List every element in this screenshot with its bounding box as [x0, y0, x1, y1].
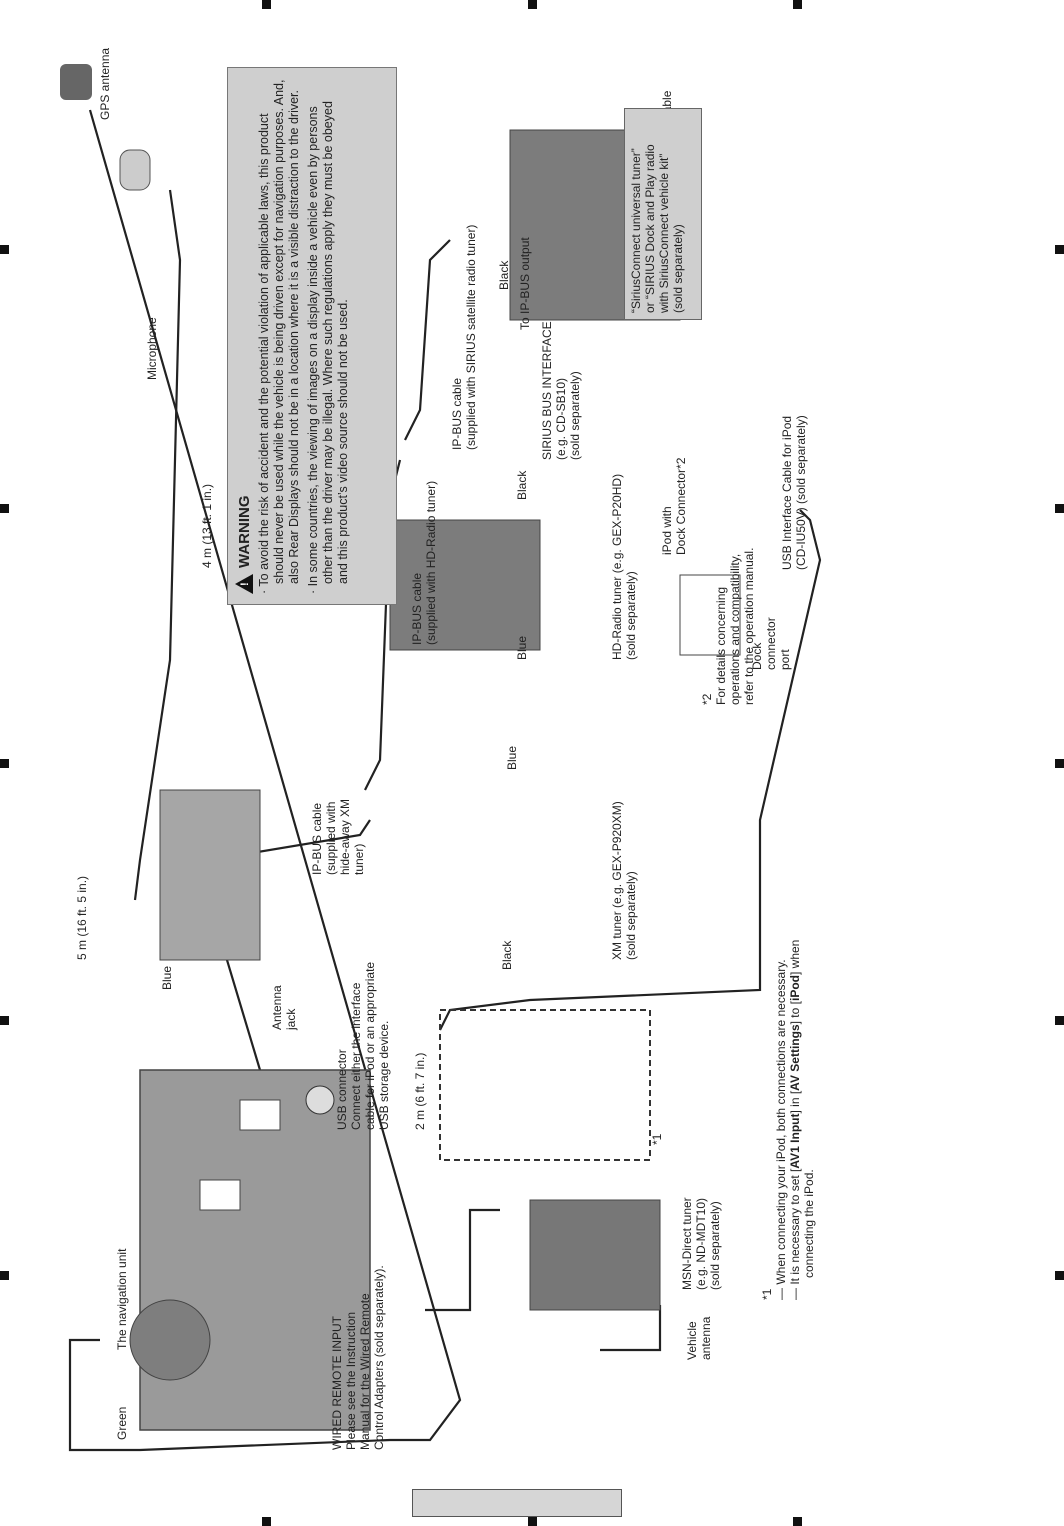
- registration-mark: [262, 1517, 271, 1526]
- registration-mark: [1055, 245, 1064, 254]
- usb-ipod-cable: [439, 509, 822, 1031]
- label-blue-1: Blue: [160, 965, 174, 990]
- footnote-line-3: connecting the iPod.: [802, 1169, 816, 1278]
- label-hd-tuner: HD-Radio tuner (e.g. GEX-P20HD) (sold se…: [610, 473, 638, 660]
- gps-antenna-body: [60, 64, 92, 100]
- registration-mark: [1055, 1271, 1064, 1280]
- warning-item-2: · In some countries, the viewing of imag…: [306, 101, 350, 594]
- label-ipbus-xm: IP-BUS cable (supplied with hide-away XM…: [310, 798, 366, 875]
- registration-mark: [0, 759, 9, 768]
- label-green: Green: [115, 1406, 129, 1440]
- page-number-box: [412, 1489, 622, 1517]
- xm-tuner-body: [159, 789, 261, 961]
- label-blue-3: Blue: [515, 635, 529, 660]
- label-ipbus-hd: IP-BUS cable (supplied with HD-Radio tun…: [410, 480, 438, 645]
- footnote-star1: *1 — When connecting your iPod, both con…: [760, 600, 816, 1300]
- vehicle-antenna-cable: [600, 1305, 662, 1352]
- mic-cable: [133, 189, 182, 901]
- label-usb-length: 2 m (6 ft. 7 in.): [413, 1052, 427, 1130]
- registration-mark: [0, 245, 9, 254]
- antenna-jack: [305, 1085, 335, 1115]
- warning-item-1: · To avoid the risk of accident and the …: [257, 79, 301, 595]
- label-ipbus-sirius: IP-BUS cable (supplied with SIRIUS satel…: [450, 224, 478, 450]
- footnote-line-1: — When connecting your iPod, both connec…: [774, 959, 788, 1300]
- label-to-ipbus-output: To IP-BUS output: [518, 237, 532, 330]
- label-ipod: iPod with Dock Connector*2: [660, 457, 688, 555]
- sirius-note-box: “SiriusConnect universal tuner” or “SIRI…: [624, 108, 702, 320]
- footnote-mark: *1: [760, 1288, 774, 1300]
- label-black-2: Black: [515, 470, 529, 500]
- navigation-unit-connector: [199, 1179, 241, 1211]
- registration-mark: [793, 1517, 802, 1526]
- registration-mark: [0, 1271, 9, 1280]
- gps-cable: [68, 109, 462, 1452]
- navigation-unit-fan: [129, 1299, 211, 1381]
- ipbus-cable-sirius: [404, 239, 451, 441]
- registration-mark: [1055, 759, 1064, 768]
- warning-icon: !: [235, 574, 253, 594]
- label-sirius-bus: SIRIUS BUS INTERFACE (e.g. CD-SB10) (sol…: [540, 321, 582, 460]
- label-wired-remote: WIRED REMOTE INPUT Please see the Instru…: [330, 1265, 386, 1450]
- label-gps-antenna: GPS antenna: [98, 47, 112, 120]
- label-vehicle-antenna: Vehicle antenna: [685, 1316, 713, 1360]
- registration-mark: [793, 0, 802, 9]
- label-mic-length: 4 m (13 ft. 1 in.): [200, 483, 214, 568]
- label-black-1: Black: [500, 940, 514, 970]
- diagram-canvas: ! WARNING · To avoid the risk of acciden…: [60, 48, 940, 1460]
- warning-box: ! WARNING · To avoid the risk of acciden…: [227, 67, 397, 605]
- msn-tuner-body: [529, 1199, 661, 1311]
- antenna-cable: [425, 1208, 500, 1312]
- registration-mark: [528, 1517, 537, 1526]
- warning-title: WARNING: [236, 495, 253, 569]
- label-microphone: Microphone: [145, 317, 159, 380]
- navigation-unit-connector: [239, 1099, 281, 1131]
- registration-mark: [528, 0, 537, 9]
- label-black-3: Black: [497, 260, 511, 290]
- label-msn-tuner: MSN-Direct tuner (e.g. ND-MDT10) (sold s…: [680, 1197, 722, 1290]
- footnote-line-2: — It is necessary to set [AV1 Input] in …: [788, 939, 802, 1300]
- label-xm-tuner: XM tuner (e.g. GEX-P920XM) (sold separat…: [610, 801, 638, 960]
- ipod-body: [679, 574, 741, 656]
- label-nav-unit: The navigation unit: [115, 1248, 129, 1350]
- registration-mark: [1055, 504, 1064, 513]
- registration-mark: [1055, 1016, 1064, 1025]
- label-star2-note: *2 For details concerning operations and…: [700, 547, 756, 705]
- registration-mark: [0, 504, 9, 513]
- label-usb-cable: USB Interface Cable for iPod (CD-IU50V) …: [780, 415, 808, 570]
- label-blue-2: Blue: [505, 745, 519, 770]
- label-gps-length: 5 m (16 ft. 5 in.): [75, 875, 89, 960]
- registration-mark: [262, 0, 271, 9]
- label-antenna-jack: Antenna jack: [270, 985, 298, 1030]
- label-usb-connector: USB connector Connect either the interfa…: [335, 961, 391, 1130]
- label-star1: *1: [650, 1133, 664, 1145]
- microphone-body: [119, 149, 151, 191]
- registration-mark: [0, 1016, 9, 1025]
- usb-cable-box: [439, 1009, 651, 1161]
